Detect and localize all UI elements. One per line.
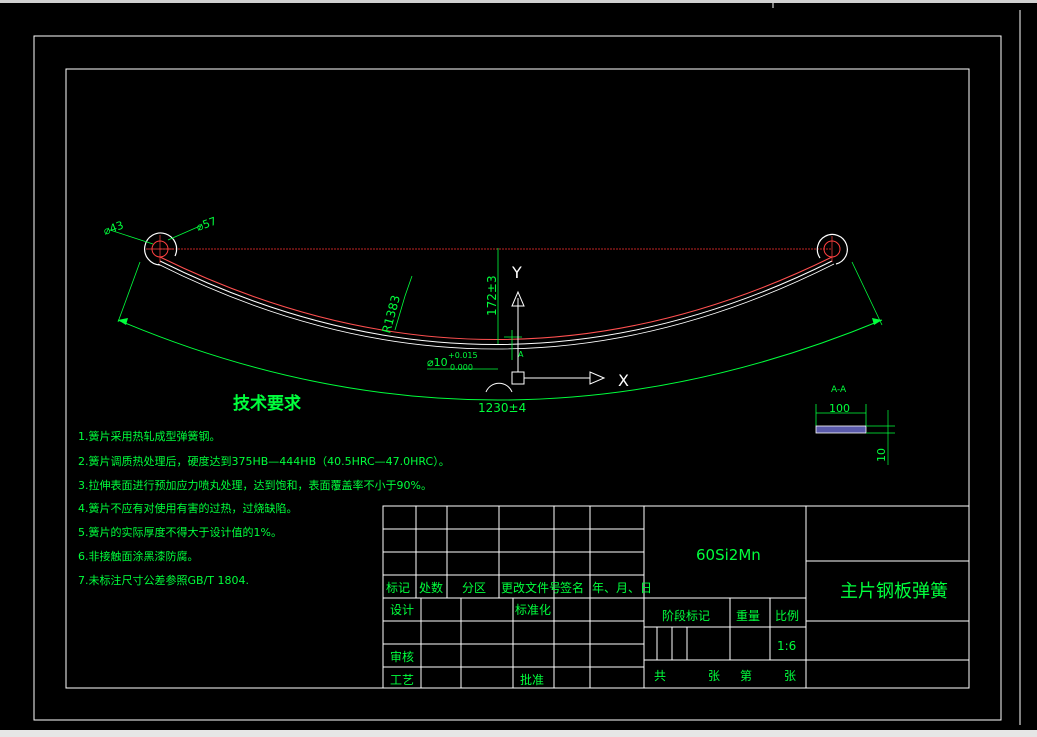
label-scale: 比例 <box>775 609 799 623</box>
right-eye-outer <box>816 233 848 265</box>
y-axis-label: Y <box>511 263 522 282</box>
label-standardization: 标准化 <box>515 603 551 617</box>
window-top-bar <box>0 0 1037 3</box>
ucs-y-arrow <box>511 290 525 307</box>
label-sheet-unit2: 张 <box>784 669 796 683</box>
leaf-top-edge <box>159 256 833 340</box>
rev-header-date: 年、月、日 <box>592 581 652 595</box>
length-arrow-right <box>872 318 882 325</box>
label-stage-mark: 阶段标记 <box>662 608 710 623</box>
eye-outer-leader <box>167 225 201 241</box>
rev-header-zone: 分区 <box>462 581 486 595</box>
material-name: 60Si2Mn <box>696 546 761 564</box>
center-bolt-arc <box>485 382 513 393</box>
bolt-tol-lower: 0.000 <box>450 363 473 372</box>
section-thickness: 10 <box>875 448 888 462</box>
radius-leader <box>394 275 413 331</box>
title-block <box>382 505 970 689</box>
rev-header-mark: 标记 <box>386 581 410 595</box>
bolt-dim: ⌀10 <box>427 356 448 369</box>
section-marker: A <box>518 350 524 359</box>
ucs-origin <box>511 371 525 385</box>
label-sheets-unit: 张 <box>708 669 720 683</box>
camber-dim: 172±3 <box>485 275 499 316</box>
label-approve: 批准 <box>520 672 544 687</box>
length-ext-right <box>851 261 883 326</box>
label-review: 审核 <box>390 649 414 664</box>
eye-outer-dim: ⌀57 <box>195 215 219 234</box>
requirements-list: 1.簧片采用热轧成型弹簧钢。 2.簧片调质热处理后，硬度达到375HB—444H… <box>78 429 450 587</box>
bolt-tol-upper: +0.015 <box>448 351 478 360</box>
requirement-item: 1.簧片采用热轧成型弹簧钢。 <box>78 429 221 443</box>
label-weight: 重量 <box>736 609 760 623</box>
eye-inner-leader <box>109 229 154 245</box>
label-sheet-no: 第 <box>740 669 752 683</box>
section-shape <box>815 425 867 434</box>
ucs-x-arrow <box>589 371 606 385</box>
scale-value: 1:6 <box>777 639 796 653</box>
rev-header-sign: 签名 <box>560 580 584 595</box>
outer-frame <box>33 35 1002 721</box>
rev-header-docno: 更改文件号 <box>501 580 561 595</box>
inner-frame <box>65 68 970 689</box>
requirement-item: 4.簧片不应有对使用有害的过热，过烧缺陷。 <box>78 501 298 515</box>
leaf-outer-edge <box>157 263 835 350</box>
label-sheets-total: 共 <box>654 669 666 683</box>
eye-inner-dim: ⌀43 <box>102 219 126 238</box>
length-dim-arc <box>117 319 883 401</box>
label-process: 工艺 <box>390 673 414 687</box>
length-ext-left <box>117 261 141 323</box>
requirement-item: 6.非接触面涂黑漆防腐。 <box>78 549 199 563</box>
length-arrow-left <box>118 318 128 325</box>
requirement-item: 3.拉伸表面进行预加应力喷丸处理，达到饱和，表面覆盖率不小于90%。 <box>78 478 432 492</box>
drawing-title: 主片钢板弹簧 <box>840 581 948 602</box>
tech-heading: 技术要求 <box>233 393 301 414</box>
x-axis-label: X <box>618 371 629 390</box>
window-bottom-bar <box>0 730 1037 737</box>
section-label: A-A <box>831 385 847 395</box>
leaf-bottom-edge <box>159 260 833 345</box>
rev-header-count: 处数 <box>419 580 443 595</box>
requirement-item: 2.簧片调质热处理后，硬度达到375HB—444HB（40.5HRC—47.0H… <box>78 454 450 468</box>
requirement-item: 7.未标注尺寸公差参照GB/T 1804. <box>78 573 249 587</box>
left-eye-outer <box>144 232 178 266</box>
section-width: 100 <box>829 402 850 415</box>
requirement-item: 5.簧片的实际厚度不得大于设计值的1%。 <box>78 525 282 539</box>
label-design: 设计 <box>390 603 414 617</box>
length-dim: 1230±4 <box>478 401 526 415</box>
